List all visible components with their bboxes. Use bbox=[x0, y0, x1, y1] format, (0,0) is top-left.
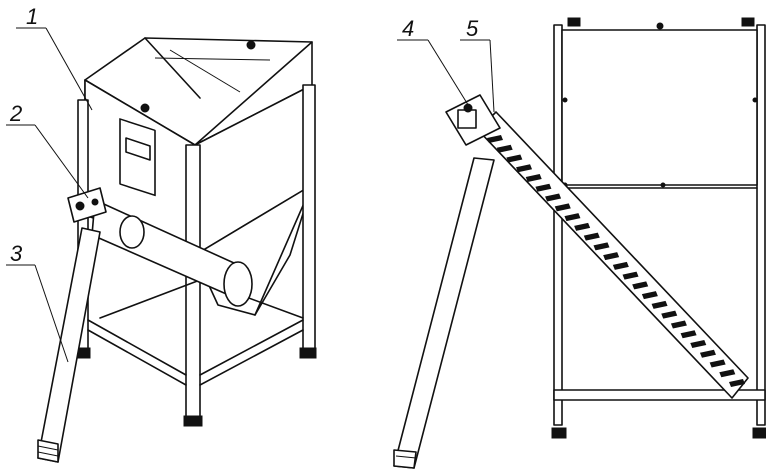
auger-flight bbox=[487, 135, 503, 143]
auger-flight bbox=[554, 203, 571, 212]
auger-flange-head bbox=[67, 187, 107, 223]
callout-5-label: 5 bbox=[466, 16, 479, 41]
auger-flight bbox=[564, 213, 581, 222]
auger-flight bbox=[680, 330, 697, 339]
callout-4: 4 bbox=[397, 16, 471, 109]
auger-flight bbox=[709, 359, 726, 368]
front-view bbox=[393, 17, 766, 469]
auger-flight bbox=[622, 271, 639, 280]
isometric-view bbox=[37, 37, 317, 463]
foot bbox=[551, 427, 567, 439]
auger-flight bbox=[690, 339, 707, 348]
auger-flight bbox=[603, 252, 620, 261]
auger-flight bbox=[506, 154, 523, 163]
auger-flight bbox=[525, 174, 542, 183]
upright-left bbox=[553, 24, 563, 426]
auger-flight bbox=[516, 164, 533, 173]
auger-flight bbox=[651, 300, 668, 309]
auger-flight bbox=[583, 232, 600, 241]
auger-flight bbox=[535, 183, 552, 192]
auger-flight bbox=[670, 320, 687, 329]
auger-flight bbox=[641, 291, 658, 300]
foot bbox=[299, 347, 317, 359]
bottom-crossbar bbox=[553, 389, 766, 401]
callout-3: 3 bbox=[6, 241, 69, 363]
auger-flights bbox=[487, 135, 745, 387]
foot bbox=[752, 427, 766, 439]
callout-2-label: 2 bbox=[9, 101, 22, 126]
foot bbox=[183, 415, 203, 427]
auger-flight bbox=[632, 281, 649, 290]
auger-flight bbox=[545, 193, 562, 202]
callout-3-label: 3 bbox=[10, 241, 23, 266]
upper-panel bbox=[561, 29, 758, 186]
callout-1-label: 1 bbox=[26, 4, 38, 29]
callout-5: 5 bbox=[460, 16, 495, 113]
lid-knob bbox=[246, 40, 256, 50]
auger-flight bbox=[612, 261, 629, 270]
auger-flight bbox=[719, 369, 736, 378]
callout-4-label: 4 bbox=[402, 16, 414, 41]
auger-flight bbox=[729, 379, 745, 387]
callout-2: 2 bbox=[6, 101, 89, 199]
auger-flight bbox=[661, 310, 678, 319]
upright-right bbox=[756, 24, 766, 426]
auger-flight bbox=[496, 144, 513, 153]
auger-flight bbox=[593, 242, 610, 251]
long-discharge-pipe bbox=[393, 157, 495, 469]
callout-1: 1 bbox=[16, 4, 93, 111]
auger-flight bbox=[699, 349, 716, 358]
discharge-pipe bbox=[37, 227, 101, 463]
lid-knob-front bbox=[140, 103, 150, 113]
auger-flight bbox=[574, 222, 591, 231]
